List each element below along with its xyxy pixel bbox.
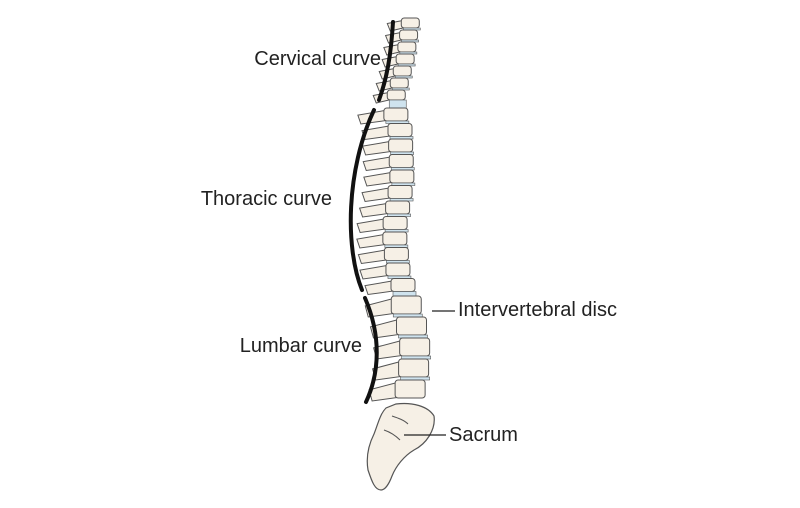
thoracic-vertebra xyxy=(385,200,411,215)
thoracic-vertebra xyxy=(389,169,415,184)
cervical-vertebra xyxy=(386,89,406,101)
lumbar-vertebra xyxy=(394,379,426,399)
thoracic-vertebra xyxy=(388,138,414,153)
thoracic-vertebra xyxy=(383,107,409,122)
intervertebral-disc xyxy=(392,291,417,297)
cervical-vertebra xyxy=(389,77,409,89)
sacrum-bone xyxy=(366,402,435,491)
thoracic-vertebra xyxy=(383,247,409,261)
thoracic-vertebra xyxy=(388,154,414,168)
sacrum-label: Sacrum xyxy=(449,424,518,446)
cervical-vertebra xyxy=(395,53,415,65)
cervical-vertebra xyxy=(397,41,417,53)
intervertebral-disc xyxy=(388,99,407,109)
cervical-vertebra xyxy=(392,65,412,77)
thoracic-vertebra xyxy=(390,278,416,292)
cervical-vertebra xyxy=(400,17,420,29)
thoracic-curve-label: Thoracic curve xyxy=(200,188,332,210)
thoracic-vertebra xyxy=(387,123,413,137)
sacrum-ridge xyxy=(383,415,409,441)
vertebral-column xyxy=(356,17,431,402)
lumbar-vertebra xyxy=(396,316,427,336)
lumbar-vertebra xyxy=(398,358,430,378)
lumbar-vertebra xyxy=(399,337,431,357)
thoracic-vertebra xyxy=(387,185,413,199)
lumbar-vertebra xyxy=(390,295,422,315)
cervical-vertebra xyxy=(399,29,419,41)
thoracic-vertebra xyxy=(382,231,408,246)
lumbar-curve-label: Lumbar curve xyxy=(239,335,362,357)
intervertebral-disc-label: Intervertebral disc xyxy=(458,299,617,321)
cervical-curve-line xyxy=(377,20,395,102)
thoracic-vertebra xyxy=(385,262,411,277)
thoracic-vertebra xyxy=(382,216,408,230)
thoracic-curve-line xyxy=(348,108,376,292)
lumbar-curve-line xyxy=(363,296,379,404)
cervical-curve-label: Cervical curve xyxy=(254,48,381,70)
